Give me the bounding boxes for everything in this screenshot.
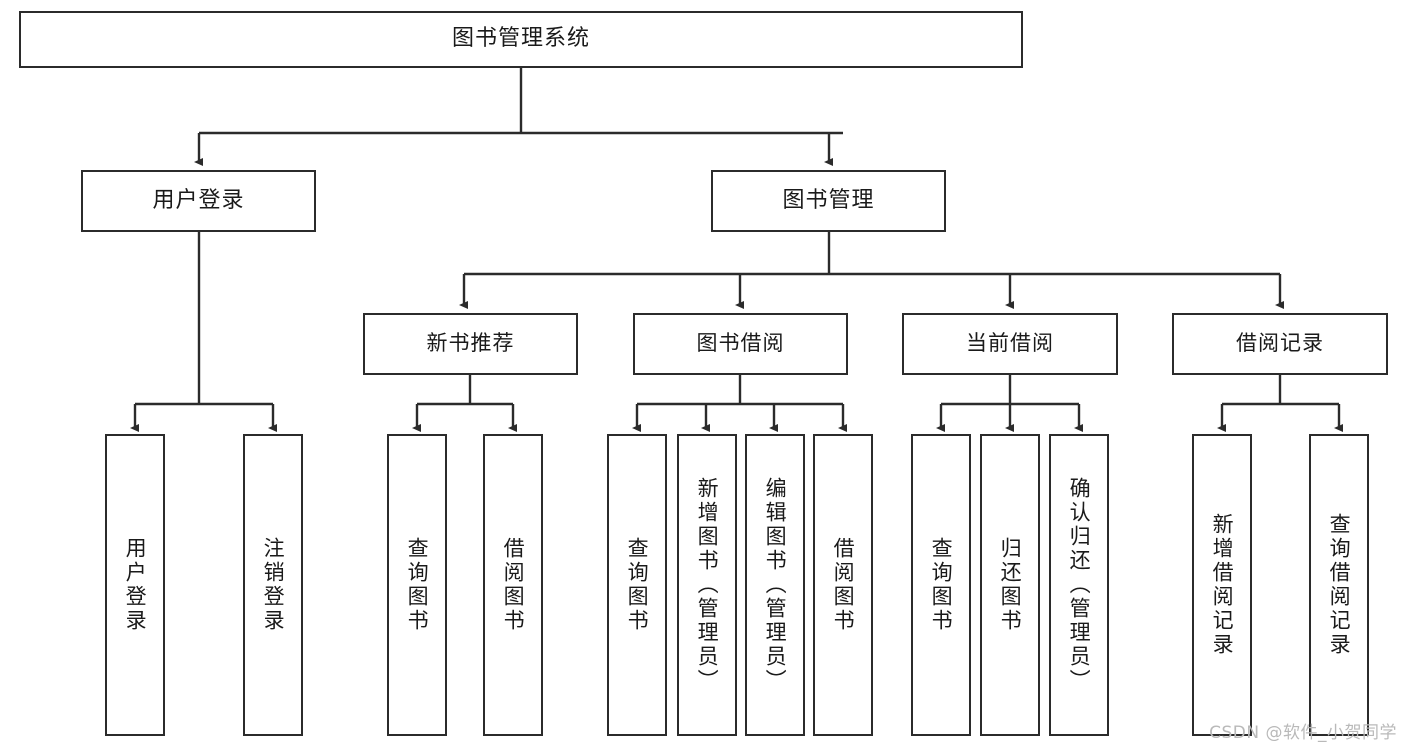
node-label: 当前借阅 <box>966 331 1054 356</box>
node-label: 新增图书（管理员） <box>695 477 720 693</box>
node-label: 归还图书 <box>998 537 1023 633</box>
watermark-csdn: CSDN @软件_小贺同学 <box>1209 723 1397 743</box>
node-label: 新书推荐 <box>426 331 515 356</box>
leaf-borrow-record-0[interactable]: 新增借阅记录 <box>1192 434 1252 736</box>
node-book-borrow[interactable]: 图书借阅 <box>633 313 848 375</box>
leaf-user-login-1[interactable]: 注销登录 <box>243 434 303 736</box>
leaf-new-book-recommend-1[interactable]: 借阅图书 <box>483 434 543 736</box>
node-label: 用户登录 <box>152 187 245 213</box>
node-label: 查询图书 <box>929 537 954 633</box>
leaf-current-borrow-0[interactable]: 查询图书 <box>911 434 971 736</box>
node-label: 借阅记录 <box>1236 331 1324 356</box>
node-current-borrow[interactable]: 当前借阅 <box>902 313 1118 375</box>
node-user-login[interactable]: 用户登录 <box>81 170 316 232</box>
leaf-book-borrow-2[interactable]: 编辑图书（管理员） <box>745 434 805 736</box>
node-label: 图书借阅 <box>696 331 785 356</box>
node-root-book-management-system[interactable]: 图书管理系统 <box>19 11 1023 68</box>
node-label: 借阅图书 <box>501 537 526 633</box>
node-label: 查询图书 <box>625 537 650 633</box>
node-label: 注销登录 <box>261 537 286 633</box>
node-label: 查询借阅记录 <box>1327 513 1352 657</box>
leaf-user-login-0[interactable]: 用户登录 <box>105 434 165 736</box>
node-label: 确认归还（管理员） <box>1067 477 1092 693</box>
node-label: 编辑图书（管理员） <box>763 477 788 693</box>
leaf-current-borrow-2[interactable]: 确认归还（管理员） <box>1049 434 1109 736</box>
node-book-management[interactable]: 图书管理 <box>711 170 946 232</box>
node-new-book-recommend[interactable]: 新书推荐 <box>363 313 578 375</box>
leaf-book-borrow-1[interactable]: 新增图书（管理员） <box>677 434 737 736</box>
node-label: 新增借阅记录 <box>1210 513 1235 657</box>
node-label: 图书管理系统 <box>451 26 590 52</box>
node-label: 借阅图书 <box>831 537 856 633</box>
leaf-current-borrow-1[interactable]: 归还图书 <box>980 434 1040 736</box>
leaf-book-borrow-3[interactable]: 借阅图书 <box>813 434 873 736</box>
leaf-new-book-recommend-0[interactable]: 查询图书 <box>387 434 447 736</box>
node-label: 用户登录 <box>123 537 148 633</box>
leaf-book-borrow-0[interactable]: 查询图书 <box>607 434 667 736</box>
node-label: 查询图书 <box>405 537 430 633</box>
node-label: 图书管理 <box>782 187 875 213</box>
leaf-borrow-record-1[interactable]: 查询借阅记录 <box>1309 434 1369 736</box>
node-borrow-record[interactable]: 借阅记录 <box>1172 313 1388 375</box>
